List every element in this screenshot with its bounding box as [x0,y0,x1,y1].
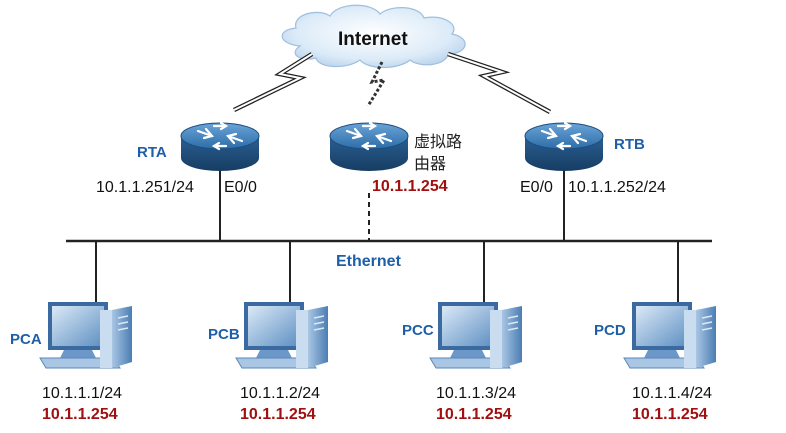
pc-pcb-gateway: 10.1.1.254 [240,406,316,423]
router-virtual-icon [328,121,410,173]
pc-pca-ip: 10.1.1.1/24 [42,385,123,402]
cloud-label: Internet [338,29,408,50]
wan-link-rta [233,52,314,113]
cloud-internet [281,4,466,69]
wan-link-virtual [366,61,388,107]
pc-pcd-icon[interactable] [623,301,717,369]
pc-pcc-gateway: 10.1.1.254 [436,406,512,423]
router-rta-ip: 10.1.1.251/24 [96,179,194,196]
router-rtb-icon[interactable] [523,121,605,173]
virtual-router-name-line2: 由器 [414,154,447,173]
router-rtb-iface: E0/0 [520,179,553,196]
pc-pcc-ip: 10.1.1.3/24 [436,385,517,402]
router-rtb-ip: 10.1.1.252/24 [568,179,666,196]
pc-pca-name: PCA [10,331,42,348]
ethernet-label: Ethernet [336,253,401,270]
virtual-router-vip: 10.1.1.254 [372,178,448,195]
router-rta-iface: E0/0 [224,179,257,196]
router-rta-icon[interactable] [179,121,261,173]
pc-pca-icon[interactable] [39,301,133,369]
pc-pca-gateway: 10.1.1.254 [42,406,118,423]
pc-pcb-ip: 10.1.1.2/24 [240,385,321,402]
pc-pcc-icon[interactable] [429,301,523,369]
pc-pcc-name: PCC [402,322,434,339]
pc-pcb-name: PCB [208,326,240,343]
pc-pcd-ip: 10.1.1.4/24 [632,385,713,402]
pc-pcd-name: PCD [594,322,626,339]
pc-pcb-icon[interactable] [235,301,329,369]
pc-pcd-gateway: 10.1.1.254 [632,406,708,423]
router-rtb-name: RTB [614,136,645,153]
virtual-router-name-line1: 虚拟路 [414,132,463,151]
router-rta-name: RTA [137,144,167,161]
wan-link-rtb [447,51,552,114]
